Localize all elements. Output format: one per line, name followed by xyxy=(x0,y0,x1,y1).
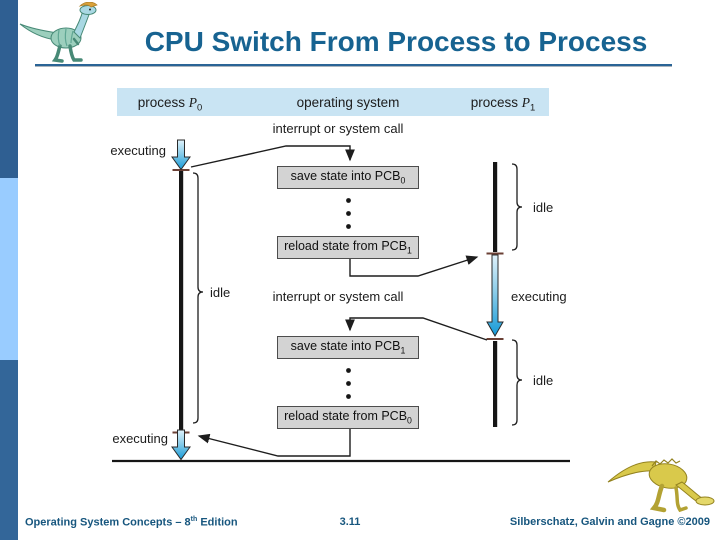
footer-book-title: Operating System Concepts – 8th Edition xyxy=(25,516,238,529)
executing-label-p0-bottom: executing xyxy=(112,431,168,446)
idle-brace-p1-top xyxy=(511,163,523,251)
dinosaur-logo-icon xyxy=(19,2,98,63)
page-number: 3.11 xyxy=(339,516,361,528)
idle-label-p1-top: idle xyxy=(533,200,554,215)
p0-timeline-bar xyxy=(179,170,184,433)
executing-arrow-p0-bottom xyxy=(171,429,191,461)
column-header-operating-system: operating system xyxy=(296,95,400,110)
executing-arrow-p1 xyxy=(486,254,504,338)
interrupt-label-bottom: interrupt or system call xyxy=(272,289,404,304)
idle-brace-p0 xyxy=(192,172,204,424)
column-header-process-p1: process P1 xyxy=(470,95,536,114)
sidebar-segment-middle xyxy=(0,178,18,360)
footer-authors: Silberschatz, Galvin and Gagne ©2009 xyxy=(509,516,710,528)
idle-label-p0: idle xyxy=(210,285,231,300)
dinosaur-logo-bottom-icon xyxy=(607,458,715,513)
column-header-process-p0: process P0 xyxy=(137,95,203,114)
ellipsis-dots-bottom xyxy=(346,368,351,399)
box-save-state-pcb1: save state into PCB1 xyxy=(277,336,419,359)
switch-arrow-reload-to-p0 xyxy=(197,429,351,457)
box-reload-state-pcb0: reload state from PCB0 xyxy=(277,406,419,429)
sidebar-segment-bottom xyxy=(0,360,18,540)
executing-label-p1: executing xyxy=(511,289,567,304)
sidebar-segment-top xyxy=(0,0,18,178)
idle-label-p1-bottom: idle xyxy=(533,373,554,388)
p1-timeline-bar-upper xyxy=(493,162,498,252)
interrupt-label-top: interrupt or system call xyxy=(272,121,404,136)
executing-label-p0-top: executing xyxy=(110,143,166,158)
p1-timeline-bar-lower xyxy=(493,341,498,427)
diagram-header-band xyxy=(117,88,549,116)
idle-brace-p1-bottom xyxy=(511,339,523,426)
switch-arrow-p0-to-save xyxy=(190,145,355,168)
switch-arrow-reload-to-p1 xyxy=(349,255,479,277)
title-underline xyxy=(35,64,672,66)
executing-arrow-p0-top xyxy=(171,139,191,171)
switch-arrow-p1-to-save xyxy=(345,317,488,341)
box-save-state-pcb0: save state into PCB0 xyxy=(277,166,419,189)
box-reload-state-pcb1: reload state from PCB1 xyxy=(277,236,419,259)
page-title: CPU Switch From Process to Process xyxy=(144,26,648,57)
ellipsis-dots-top xyxy=(346,198,351,229)
